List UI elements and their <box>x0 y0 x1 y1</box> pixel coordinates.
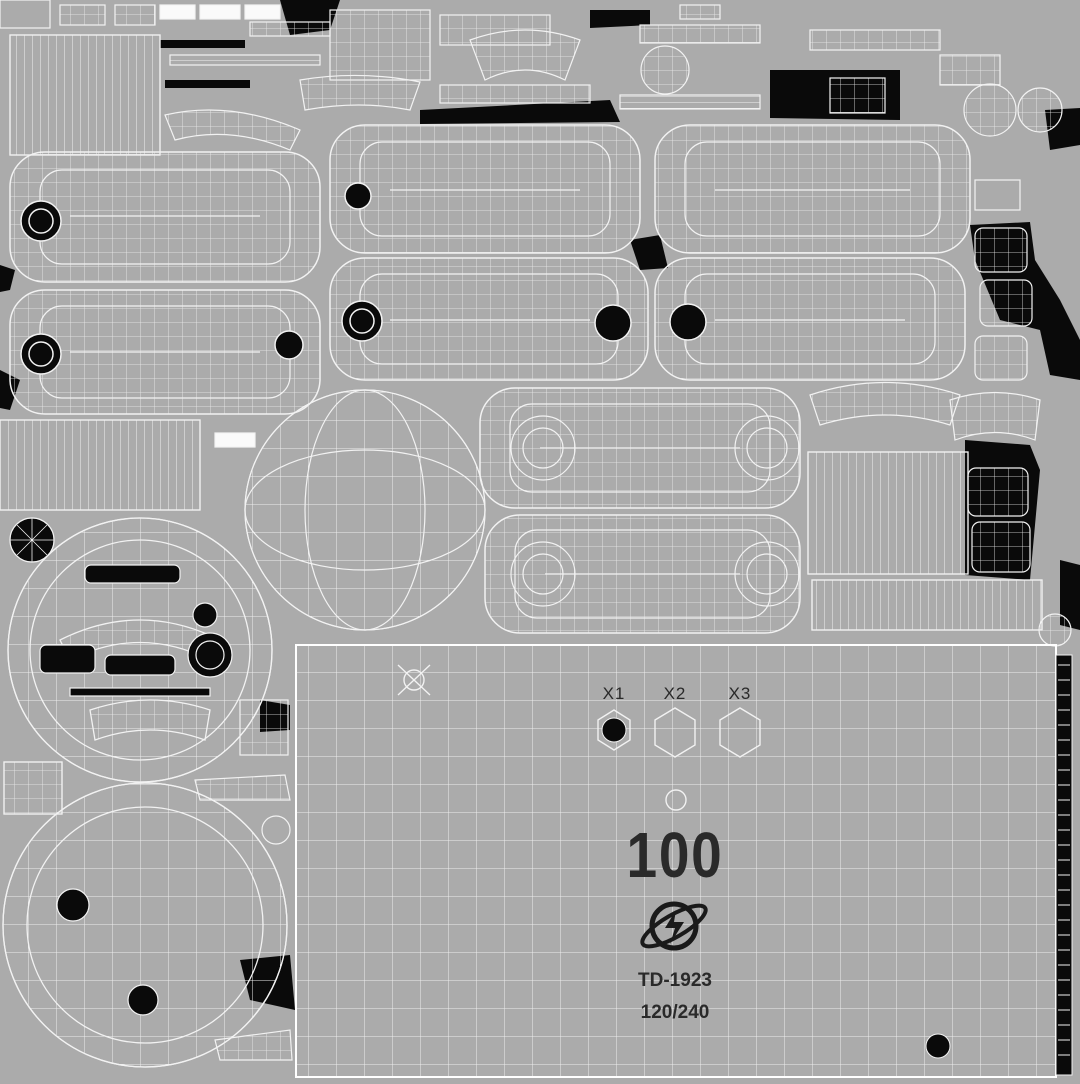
marker-label-x1: X1 <box>602 684 626 703</box>
marker-label-x3: X3 <box>728 684 752 703</box>
decal-markers <box>397 664 761 811</box>
decal-code: TD-1923 <box>638 970 712 991</box>
decal-panel <box>295 644 1057 1078</box>
decal-ratio: 120/240 <box>640 1002 710 1023</box>
marker-label-x2: X2 <box>663 684 687 703</box>
right-strip-island <box>807 381 1043 631</box>
rounded-panel-islands <box>9 124 971 634</box>
top-strip-islands <box>0 0 1063 211</box>
decal-panel-right-chain <box>1055 654 1073 1076</box>
left-edge-islands <box>3 699 293 1061</box>
decal-dark-marks <box>601 717 951 1059</box>
circle-island-spokes <box>10 518 54 562</box>
circle-islands <box>2 517 288 1068</box>
decal-panel-chain-links <box>1058 664 1070 1056</box>
right-column-islands <box>967 227 1072 647</box>
globe-island <box>0 389 486 631</box>
planet-bolt-icon <box>640 901 708 951</box>
decal-number: 100 <box>626 819 724 891</box>
